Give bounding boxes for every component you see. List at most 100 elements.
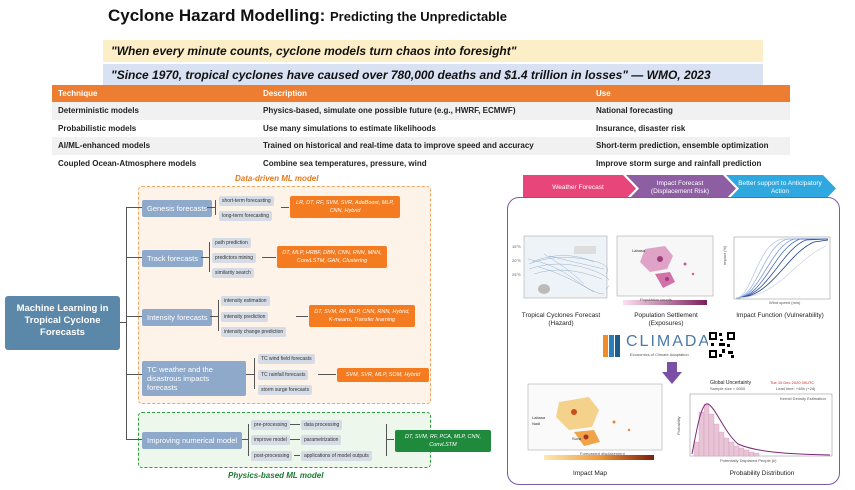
table-cell: Use many simulations to estimate likelih… [257, 119, 590, 137]
vulnerability-caption: Impact Function (Vulnerability) [736, 312, 824, 319]
table-cell: Deterministic models [52, 102, 257, 120]
hazard-caption: Tropical Cyclones Forecast (Hazard) [521, 312, 601, 327]
table-cell: National forecasting [590, 102, 790, 120]
table-cell: Insurance, disaster risk [590, 119, 790, 137]
table-row: Deterministic models Physics-based, simu… [52, 102, 790, 120]
chevron-label: Better support to Anticipatory Action [738, 180, 822, 195]
track-sub: similarity search [212, 268, 254, 278]
exposure-caption: Population Settlement (Exposures) [634, 312, 698, 327]
connector-line [281, 207, 289, 208]
tc-weather-node: TC weather and the disastrous impacts fo… [142, 361, 246, 396]
title-sub: Predicting the Unpredictable [329, 9, 507, 24]
impact-map [527, 383, 663, 460]
impact-map-caption: Impact Map [573, 470, 607, 477]
connector-line [242, 439, 248, 440]
quote-banner-1: "When every minute counts, cyclone model… [103, 40, 763, 62]
connector-line [246, 374, 254, 375]
connector-line [126, 439, 142, 440]
qr-code-icon [708, 331, 736, 359]
genesis-methods: LR, DT, RF, SVM, SVR, AdaBoost, MLP, CNN… [290, 196, 400, 218]
prob-x-axis: Potentially Displaced People (k) [720, 458, 777, 463]
technique-table: Technique Description Use Deterministic … [52, 85, 790, 172]
prob-y-axis: Probability [676, 416, 681, 435]
connector-line [294, 455, 300, 456]
connector-line [210, 316, 218, 317]
connector-line [386, 424, 387, 456]
track-sub: path prediction [212, 238, 251, 248]
quote-banner-2: "Since 1970, tropical cyclones have caus… [103, 64, 763, 86]
connector-line [207, 207, 215, 208]
table-row: Coupled Ocean-Atmosphere models Combine … [52, 154, 790, 172]
table-header-row: Technique Description Use [52, 85, 790, 102]
connector-line [215, 200, 216, 215]
table-cell: AI/ML-enhanced models [52, 137, 257, 155]
impact-function-chart [733, 236, 831, 300]
connector-line [126, 316, 142, 317]
hazard-map [523, 235, 609, 299]
connector-line [126, 207, 127, 439]
chevron-weather-forecast [523, 175, 636, 202]
genesis-sub: short-term forecasting [219, 196, 274, 206]
climada-wordmark: CLIMADA [626, 333, 712, 350]
table-cell: Probabilistic models [52, 119, 257, 137]
numerical-sub: post-processing [251, 451, 293, 461]
tc-weather-sub: TC wind field forecasts [258, 354, 315, 364]
connector-line [126, 257, 142, 258]
numerical-methods: DT, SVM, RF, PCA, MLP, CNN, ConvLSTM [395, 430, 491, 452]
climada-tagline: Economics of Climate Adaptation [630, 352, 689, 357]
connector-line [218, 300, 219, 331]
climada-logo-icon [603, 335, 620, 357]
page-title: Cyclone Hazard Modelling: Predicting the… [108, 6, 507, 26]
forecast-legend-label: Forecasted displacement [580, 451, 625, 456]
impact-y-axis: Impact (%) [722, 245, 727, 265]
probability-caption: Probability Distribution [729, 470, 795, 477]
intensity-node: Intensity forecasts [142, 309, 213, 326]
track-methods: DT, MLP, HRBF, DBN, CNN, RNN, MNN, ConvL… [277, 246, 387, 268]
connector-line [296, 316, 308, 317]
chevron-label: Impact Forecast (Displacement Risk) [650, 180, 710, 195]
connector-line [254, 358, 255, 389]
pop-legend-label: Population counts [640, 297, 672, 302]
genesis-node: Genesis forecasts [142, 200, 213, 217]
table-cell: Combine sea temperatures, pressure, wind [257, 154, 590, 172]
connector-line [318, 374, 336, 375]
connector-line [201, 257, 209, 258]
chevron-label: Weather Forecast [552, 184, 604, 191]
probability-chart [689, 393, 833, 457]
kde-legend: Kernel Density Estimation [780, 396, 826, 401]
connector-line [290, 424, 300, 425]
table-header: Use [590, 85, 790, 102]
uncertainty-title: Global Uncertainty [710, 380, 752, 386]
intensity-sub: intensity estimation [221, 296, 270, 306]
numerical-sub: improve model [251, 435, 290, 445]
chevron-anticipatory-action [726, 175, 836, 202]
numerical-node: Improving numerical model [142, 432, 243, 449]
connector-line [290, 439, 300, 440]
intensity-sub: intensity prediction [221, 312, 269, 322]
connector-line [120, 322, 126, 323]
forecast-date: Tue 15 Dec 2020 00UTC [770, 380, 815, 385]
tc-weather-methods: SVM, SVR, MLP, SOM, Hybrid [337, 368, 429, 382]
table-cell: Coupled Ocean-Atmosphere models [52, 154, 257, 172]
lead-time: Lead time: +48h (+2d) [776, 386, 816, 391]
impact-chain-chevrons [523, 175, 836, 202]
ml-root-node: Machine Learning in Tropical Cyclone For… [5, 296, 120, 350]
table-header: Technique [52, 85, 257, 102]
table-cell: Physics-based, simulate one possible fut… [257, 102, 590, 120]
table-header: Description [257, 85, 590, 102]
track-sub: predictors mining [212, 253, 257, 263]
physics-based-label: Physics-based ML model [228, 471, 324, 480]
table-cell: Improve storm surge and rainfall predict… [590, 154, 790, 172]
table-cell: Short-term prediction, ensemble optimiza… [590, 137, 790, 155]
exposure-map [616, 235, 714, 305]
data-driven-label: Data-driven ML model [232, 174, 322, 183]
tc-weather-sub: TC rainfall forecasts [258, 370, 309, 380]
connector-line [126, 207, 142, 208]
sample-size: Sample size = 6000 [710, 386, 746, 391]
table-row: AI/ML-enhanced models Trained on histori… [52, 137, 790, 155]
table-row: Probabilistic models Use many simulation… [52, 119, 790, 137]
intensity-sub: intensity change prediction [221, 327, 287, 337]
numerical-sub: data processing [301, 420, 343, 430]
down-arrow-icon [662, 362, 682, 384]
connector-line [248, 424, 249, 456]
